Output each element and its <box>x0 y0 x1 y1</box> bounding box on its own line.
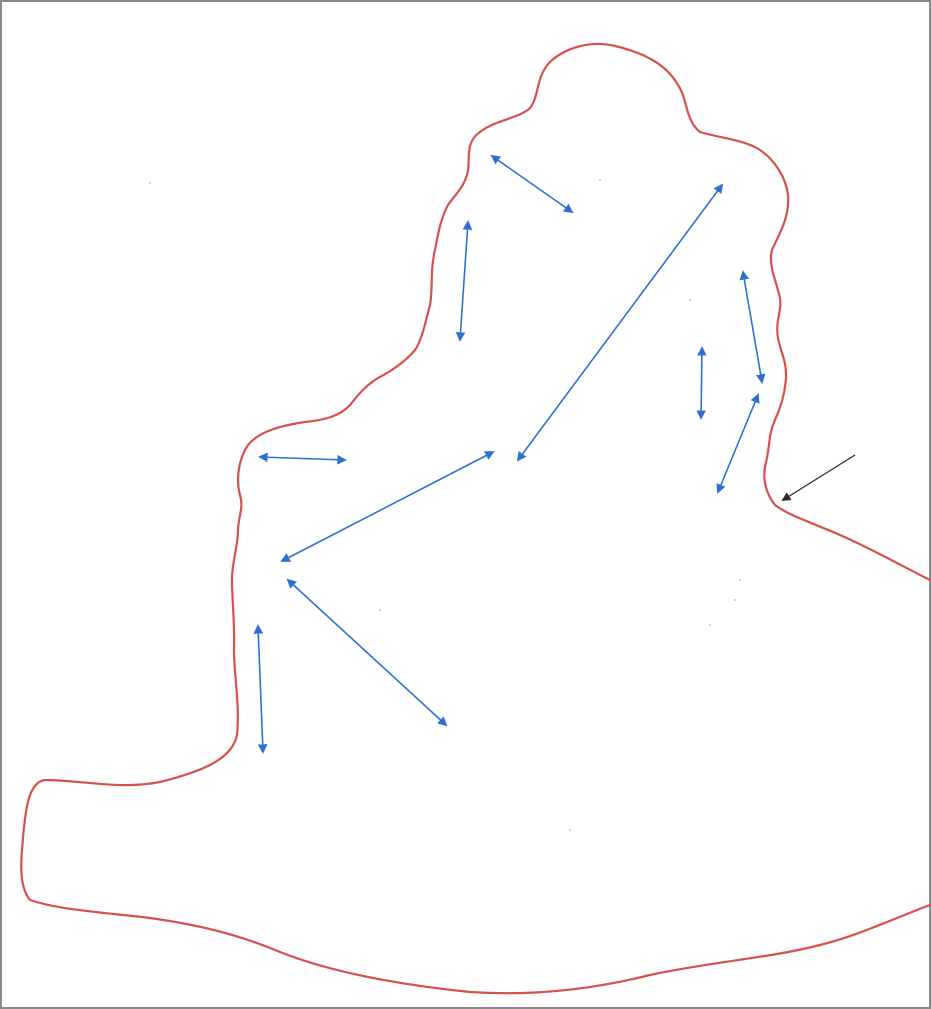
arrow-top-left-diagonal <box>492 156 572 212</box>
arrow-left-horizontal <box>260 457 345 460</box>
arrow-long-diagonal <box>518 185 722 460</box>
arrow-right-vertical-outer <box>743 272 762 382</box>
arrow-group <box>258 156 762 752</box>
arrow-right-vertical-inner <box>701 348 702 418</box>
arrow-right-diagonal <box>718 395 758 492</box>
arrow-lower-diagonal <box>288 580 446 725</box>
arrow-center-diagonal <box>282 452 493 561</box>
arrow-left-vertical <box>258 626 263 752</box>
arrow-top-vertical <box>460 222 468 340</box>
shape-outline <box>21 44 930 993</box>
pointer-arrow <box>783 455 855 500</box>
